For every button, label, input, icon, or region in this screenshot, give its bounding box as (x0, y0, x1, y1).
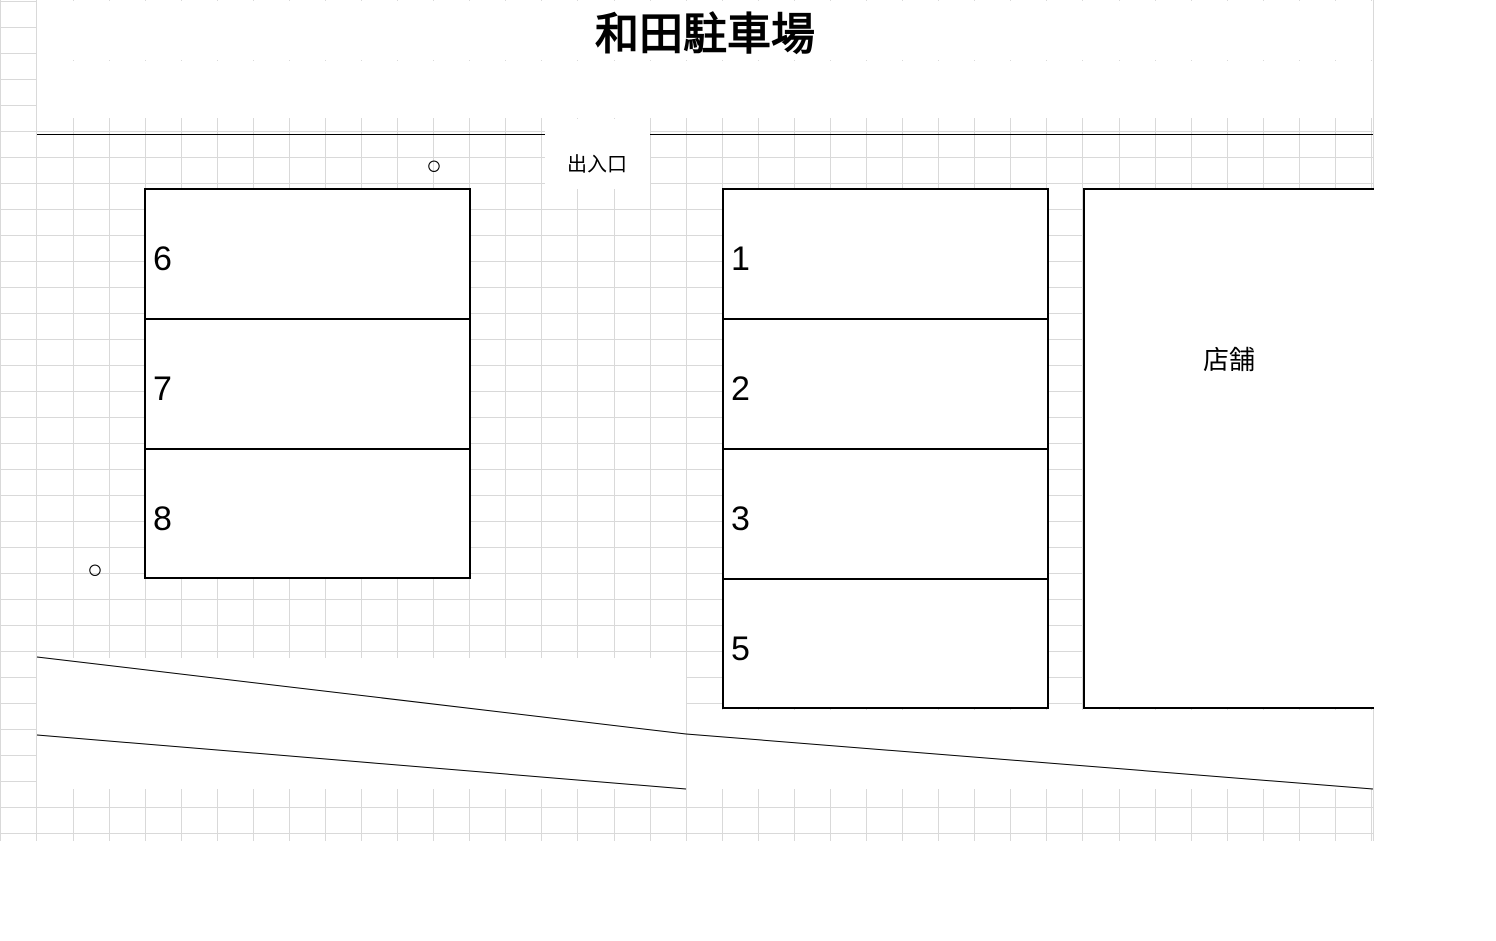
title-area (37, 1, 1373, 60)
outside-sheet-area (1374, 0, 1496, 941)
parking-space-number: 3 (731, 500, 750, 538)
parking-block-right: 1 2 3 5 (722, 188, 1049, 709)
page-title: 和田駐車場 (595, 9, 815, 60)
outside-sheet-area-bottom (0, 842, 1496, 941)
parking-block-left: 6 7 8 (144, 188, 471, 579)
road-line-lower (36, 734, 687, 790)
parking-space-number: 1 (731, 240, 750, 278)
entrance-cell (545, 119, 650, 189)
road-area-left (37, 658, 686, 789)
entrance-label: 出入口 (567, 153, 627, 176)
road-lines (36, 656, 1374, 790)
store-label: 店舗 (1203, 345, 1255, 375)
parking-space-number: 2 (731, 370, 750, 408)
marker-circle-top: ○ (426, 150, 442, 180)
store-building: 店舗 (1083, 188, 1385, 709)
road-line-upper-continued (685, 733, 1374, 790)
parking-space-number: 6 (153, 240, 172, 278)
parking-space-number: 8 (153, 500, 172, 538)
header-blank-area (37, 61, 1373, 118)
parking-space-number: 5 (731, 630, 750, 668)
marker-circle-bottom: ○ (87, 554, 103, 584)
parking-space-number: 7 (153, 370, 172, 408)
road-line-upper (36, 656, 687, 735)
road-area-right (687, 710, 1373, 789)
